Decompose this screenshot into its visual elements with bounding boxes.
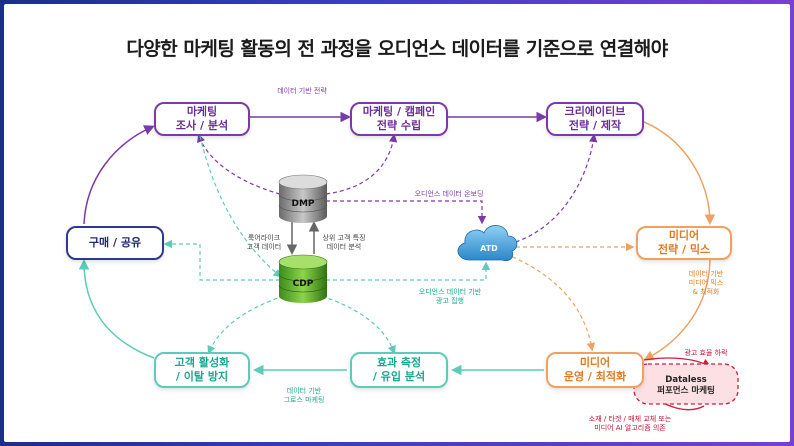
node-research-line1: 마케팅 (186, 105, 218, 118)
atd-label: ATD (480, 244, 498, 253)
atd-cloud-icon (457, 225, 518, 261)
dmp-label: DMP (291, 199, 315, 209)
arrow-purchase-research (83, 125, 155, 225)
label-ad-efficiency: 광고 효율 하락 (684, 349, 728, 357)
dataless-line2: 퍼포먼스 마케팅 (657, 386, 715, 396)
node-measurement-line2: / 유입 분석 (372, 370, 426, 383)
dmp-database-icon (278, 174, 328, 223)
dash-cdp-measurement (321, 295, 396, 355)
dash-cdp-atd (326, 261, 491, 281)
dash-dmp-research (197, 133, 281, 195)
node-purchase-label: 구매 / 공유 (88, 236, 142, 249)
dash-dmp-atd (326, 200, 487, 225)
label-growth: 데이터 기반 그로스 마케팅 (272, 387, 336, 405)
label-dependency-line1: 소재 / 타겟 / 매체 교체 또는 (588, 415, 672, 423)
dataless-box (633, 363, 739, 405)
node-retention: 고객 활성화 / 이탈 방지 (154, 352, 250, 388)
node-media-strategy-line2: 전략 / 믹스 (657, 243, 711, 256)
node-purchase: 구매 / 공유 (66, 226, 164, 260)
node-retention-line1: 고객 활성화 (174, 356, 230, 369)
label-audience-ads-line2: 광고 집행 (436, 297, 464, 305)
node-measurement-line1: 효과 측정 (376, 356, 422, 369)
node-creative: 크리에이티브 전략 / 제작 (546, 102, 644, 136)
label-lookalike: 룩어라이크 고객 데이터 (240, 234, 288, 252)
slide: 다양한 마케팅 활동의 전 과정을 오디언스 데이터를 기준으로 연결해야 마케… (4, 4, 790, 442)
dash-cdp-purchase (163, 239, 280, 281)
node-planning: 마케팅 / 캠페인 전략 수립 (350, 102, 448, 136)
label-audience-ads: 오디언스 데이터 기반 광고 집행 (410, 288, 490, 306)
node-creative-line1: 크리에이티브 (564, 105, 626, 118)
label-audience-ads-line1: 오디언스 데이터 기반 (418, 288, 482, 296)
label-media-mix-line2: 미디어 믹스 (688, 279, 724, 287)
cdp-database-icon (278, 254, 328, 303)
dash-cdp-retention (207, 295, 285, 355)
dataless-label: Dataless 퍼포먼스 마케팅 (634, 375, 738, 397)
flow-arrows (78, 111, 739, 411)
dash-atd-creative (508, 133, 598, 245)
label-dependency: 소재 / 타겟 / 매체 교체 또는 미디어 AI 알고리즘 의존 (570, 415, 690, 433)
node-research: 마케팅 조사 / 분석 (154, 102, 250, 136)
node-media-strategy-line1: 미디어 (668, 229, 700, 242)
node-retention-line2: / 이탈 방지 (175, 370, 229, 383)
label-lookalike-line2: 고객 데이터 (246, 243, 282, 251)
node-research-line2: 조사 / 분석 (175, 119, 229, 132)
node-measurement: 효과 측정 / 유입 분석 (350, 352, 448, 388)
label-media-mix-line1: 데이터 기반 (688, 270, 724, 278)
label-top-features-line2: 데이터 분석 (326, 243, 362, 251)
cdp-label: CDP (292, 279, 314, 289)
label-growth-line2: 그로스 마케팅 (283, 396, 325, 404)
label-media-mix: 데이터 기반 미디어 믹스 & 최적화 (676, 270, 736, 297)
label-audience-onboarding: 오디언스 데이터 온보딩 (414, 190, 484, 198)
label-dependency-line2: 미디어 AI 알고리즘 의존 (594, 424, 666, 432)
arrow-creative-media-strategy (643, 121, 716, 225)
arrow-media-strategy-ops (643, 259, 711, 361)
node-planning-line1: 마케팅 / 캠페인 (362, 105, 436, 118)
node-media-strategy: 미디어 전략 / 믹스 (636, 226, 732, 260)
node-creative-line2: 전략 / 제작 (568, 119, 622, 132)
label-top-features: 상위 고객 특징 데이터 분석 (318, 234, 370, 252)
dash-atd-ops (505, 253, 596, 352)
label-media-mix-line3: & 최적화 (692, 288, 720, 296)
node-planning-line2: 전략 수립 (376, 119, 422, 132)
node-media-ops: 미디어 운영 / 최적화 (546, 352, 644, 388)
dash-research-cdp (199, 135, 282, 278)
label-data-strategy: 데이터 기반 전략 (277, 87, 327, 95)
node-media-ops-line1: 미디어 (579, 356, 611, 369)
node-media-ops-line2: 운영 / 최적화 (563, 370, 627, 383)
arrow-retention-purchase (78, 259, 155, 359)
page-title: 다양한 마케팅 활동의 전 과정을 오디언스 데이터를 기준으로 연결해야 (126, 38, 668, 60)
dash-dmp-planning (325, 133, 398, 195)
label-growth-line1: 데이터 기반 (286, 387, 322, 395)
dataless-line1: Dataless (665, 375, 707, 385)
label-lookalike-line1: 룩어라이크 (247, 234, 281, 242)
label-top-features-line1: 상위 고객 특징 (322, 234, 366, 242)
